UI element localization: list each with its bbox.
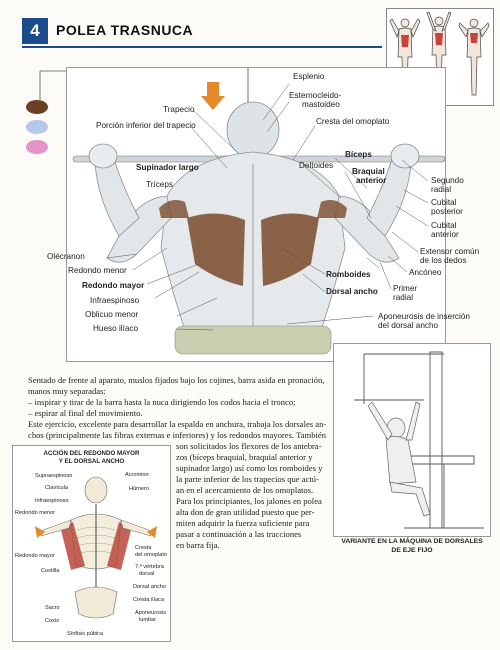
- label-segundo-2: radial: [431, 185, 452, 194]
- swatch-brown: [26, 100, 48, 114]
- label-trapecio: Trapecio: [163, 105, 195, 114]
- inset-label-infraespinoso: Infraespinoso: [35, 498, 69, 504]
- inset-label-cresta-1: Cresta: [135, 545, 152, 551]
- exercise-number: 4: [22, 18, 48, 44]
- column-line-2: zos (bíceps braquial, braquial anterior …: [176, 452, 313, 462]
- label-oblicuo: Oblicuo menor: [85, 310, 139, 319]
- inset-label-costilla: Costilla: [41, 568, 60, 574]
- inset-label-redondo-menor: Redondo menor: [15, 510, 56, 516]
- label-extensor-2: de los dedos: [420, 256, 467, 265]
- label-porcion-trapecio: Porción inferior del trapecio: [96, 121, 196, 130]
- label-extensor-1: Extensor común: [420, 247, 480, 256]
- label-olecranon: Olécranon: [47, 252, 85, 261]
- inset-label-coxis: Coxis: [45, 618, 59, 624]
- header-rule: [22, 46, 382, 48]
- label-cresta-omoplato: Cresta del omoplato: [316, 117, 390, 126]
- column-line-9: pasar a continuación a las tracciones: [176, 529, 302, 539]
- machine-illustration: [354, 351, 484, 529]
- text-line-6: chos (principalmente las fibras externas…: [28, 430, 327, 440]
- inset-label-aponeurosis-1: Aponeurosis: [135, 610, 167, 616]
- label-cubital-anterior-1: Cubital: [431, 221, 457, 230]
- label-anconeo: Ancóneo: [409, 268, 442, 277]
- inset-label-dorsal-ancho: Dorsal ancho: [133, 584, 166, 590]
- inset-title-1: ACCIÓN DEL REDONDO MAYOR: [43, 450, 140, 457]
- label-hueso-iliaco: Hueso ilíaco: [93, 324, 139, 333]
- text-line-3: – inspirar y tirar de la barra hasta la …: [28, 397, 296, 407]
- skeleton-inset: ACCIÓN DEL REDONDO MAYOR Y EL DORSAL ANC…: [12, 445, 171, 642]
- text-line-4: – espirar al final del movimiento.: [28, 408, 143, 418]
- label-mastoideo: mastoideo: [302, 100, 340, 109]
- inset-label-cresta-2: del omoplato: [135, 552, 168, 558]
- inset-label-vertebra-2: dorsal: [139, 571, 155, 577]
- exercise-title: POLEA TRASNUCA: [56, 22, 194, 38]
- label-cubital-anterior-2: anterior: [431, 230, 459, 239]
- column-line-1: son solicitados los flexores de los ante…: [176, 441, 322, 451]
- text-line-5: Este ejercicio, excelente para desarroll…: [28, 419, 327, 429]
- column-line-3: supinador largo) así como los romboides …: [176, 463, 323, 473]
- label-primer-radial-2: radial: [393, 293, 414, 302]
- skeleton-illustration: [35, 476, 157, 619]
- column-line-6: Para los principiantes, los jalones en p…: [176, 496, 322, 506]
- inset-label-vertebra-1: 7.ª vértebra: [135, 564, 164, 570]
- label-braquial-1: Braquial: [352, 167, 385, 176]
- label-triceps: Tríceps: [146, 180, 173, 189]
- inset-title-2: Y EL DORSAL ANCHO: [58, 458, 125, 465]
- label-romboides: Romboides: [326, 270, 371, 279]
- label-dorsal-ancho: Dorsal ancho: [326, 287, 378, 296]
- column-line-10: en barra fija.: [176, 540, 220, 550]
- column-line-8: miten adquirir la fuerza suficiente para: [176, 518, 310, 528]
- label-infraespinoso: Infraespinoso: [90, 296, 140, 305]
- machine-caption-2: DE EJE FIJO: [391, 547, 433, 554]
- column-line-5: an en el acercamiento de los omoplatos.: [176, 485, 314, 495]
- label-esternocleido: Esternocleido-: [289, 91, 342, 100]
- label-cubital-posterior-1: Cubital: [431, 198, 457, 207]
- label-primer-radial-1: Primer: [393, 284, 418, 293]
- inset-label-sinfisis: Sínfisis púbica: [67, 631, 104, 637]
- label-supinador: Supinador largo: [136, 163, 199, 172]
- inset-label-acromion: Acromion: [125, 472, 149, 478]
- inset-label-redondo-mayor: Redondo mayor: [15, 553, 55, 559]
- inset-label-clavicula: Clavícula: [45, 485, 69, 491]
- column-line-7: alta don de gran utilidad puesto que per…: [176, 507, 315, 517]
- label-deltoides: Deltoides: [299, 161, 334, 170]
- mini-figures-illustration: [389, 11, 490, 96]
- label-redondo-menor: Redondo menor: [68, 266, 127, 275]
- legend-bracket: [39, 70, 66, 100]
- label-braquial-2: anterior: [356, 176, 387, 185]
- inset-label-humero: Húmero: [129, 486, 149, 492]
- label-cubital-posterior-2: posterior: [431, 207, 463, 216]
- label-segundo-1: Segundo: [431, 176, 464, 185]
- main-illustration-frame: [66, 67, 446, 362]
- machine-illustration-frame: [333, 343, 491, 537]
- machine-caption-1: VARIANTE EN LA MÁQUINA DE DORSALES: [341, 538, 483, 545]
- swatch-blue: [26, 120, 48, 134]
- inset-label-cresta-iliaca: Cresta ilíaca: [133, 597, 165, 603]
- label-aponeurosis-2: del dorsal ancho: [378, 321, 439, 330]
- column-line-4: la parte inferior de los trapecios que a…: [176, 474, 319, 484]
- label-biceps: Bíceps: [345, 150, 372, 159]
- label-esplenio: Esplenio: [293, 72, 325, 81]
- swatch-pink: [26, 140, 48, 154]
- inset-label-supraespinoso: Supraespinoso: [35, 473, 73, 479]
- inset-label-aponeurosis-2: lumbar: [139, 617, 157, 623]
- machine-caption: VARIANTE EN LA MÁQUINA DE DORSALES DE EJ…: [333, 537, 491, 555]
- back-muscles-illustration: [72, 68, 445, 355]
- text-line-2: manos muy separadas:: [28, 386, 106, 396]
- label-redondo-mayor: Redondo mayor: [82, 281, 145, 290]
- inset-label-sacro: Sacro: [45, 605, 60, 611]
- label-aponeurosis-1: Aponeurosis de inserción: [378, 312, 470, 321]
- text-line-1: Sentado de frente al aparato, muslos fij…: [28, 375, 325, 385]
